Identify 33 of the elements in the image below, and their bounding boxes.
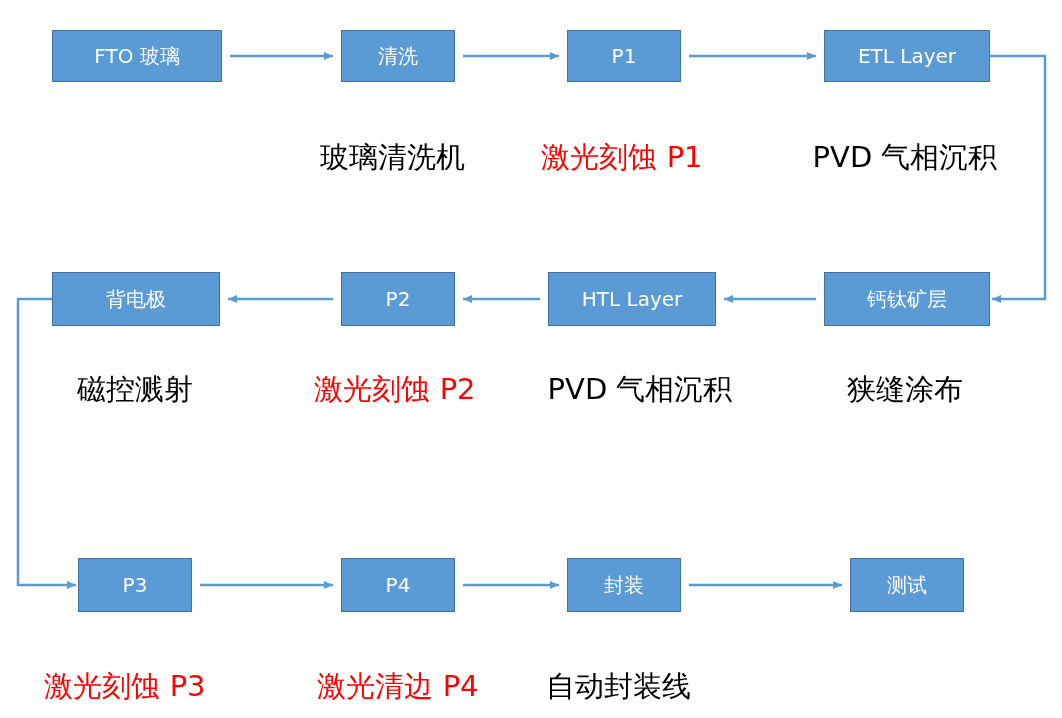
equipment-label: 激光清边 P4 bbox=[317, 672, 479, 701]
arrow bbox=[724, 295, 816, 303]
arrow bbox=[228, 295, 333, 303]
equipment-label: 自动封装线 bbox=[545, 672, 691, 701]
equipment-label: 磁控溅射 bbox=[77, 375, 193, 404]
arrow bbox=[230, 52, 333, 60]
equipment-label: 狭缝涂布 bbox=[847, 375, 963, 404]
process-box: P1 bbox=[567, 30, 681, 82]
process-box: 清洗 bbox=[341, 30, 455, 82]
process-box: FTO 玻璃 bbox=[52, 30, 222, 82]
process-box: 背电极 bbox=[52, 272, 220, 326]
equipment-label: 激光刻蚀 P1 bbox=[541, 143, 703, 172]
process-box: 封装 bbox=[567, 558, 681, 612]
arrow bbox=[16, 297, 76, 589]
arrow bbox=[463, 52, 559, 60]
process-box: P3 bbox=[78, 558, 192, 612]
process-box: HTL Layer bbox=[548, 272, 716, 326]
process-box: P4 bbox=[341, 558, 455, 612]
process-box: ETL Layer bbox=[824, 30, 990, 82]
equipment-label: 激光刻蚀 P3 bbox=[44, 672, 206, 701]
process-box: 钙钛矿层 bbox=[824, 272, 990, 326]
process-box: 测试 bbox=[850, 558, 964, 612]
equipment-label: PVD 气相沉积 bbox=[547, 375, 733, 404]
arrow bbox=[463, 581, 559, 589]
equipment-label: 玻璃清洗机 bbox=[319, 143, 465, 172]
arrow bbox=[689, 581, 842, 589]
arrow bbox=[200, 581, 333, 589]
arrow bbox=[689, 52, 816, 60]
equipment-label: PVD 气相沉积 bbox=[812, 143, 998, 172]
process-box: P2 bbox=[341, 272, 455, 326]
equipment-label: 激光刻蚀 P2 bbox=[314, 375, 476, 404]
arrow bbox=[463, 295, 540, 303]
arrow bbox=[990, 54, 1047, 303]
